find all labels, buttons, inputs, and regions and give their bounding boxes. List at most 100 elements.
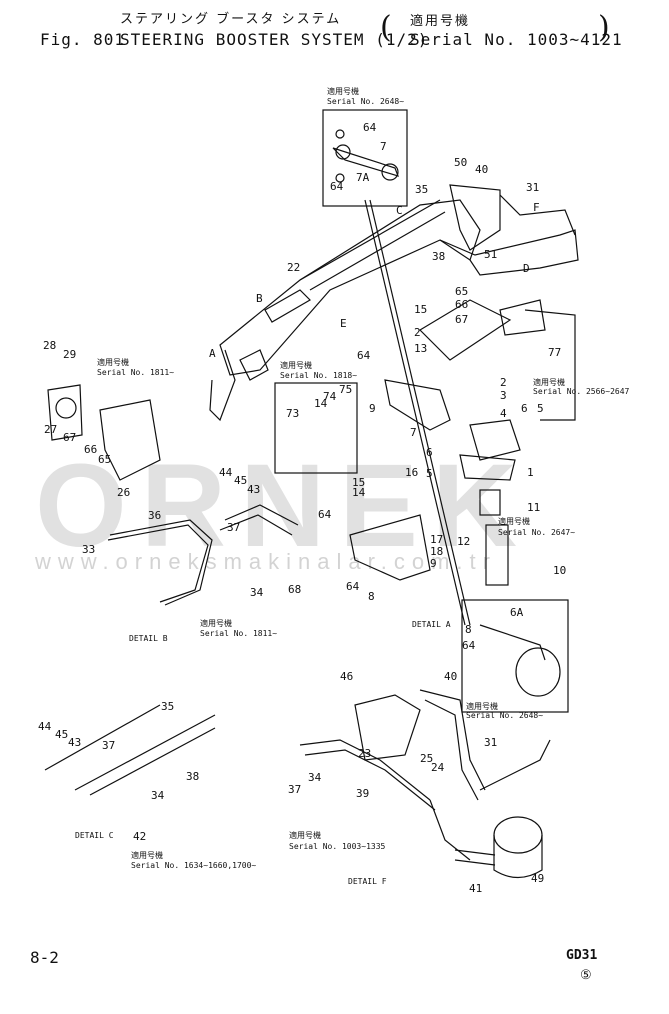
callout: 18 bbox=[430, 545, 443, 558]
callout: 15 bbox=[414, 303, 427, 316]
callout: 68 bbox=[288, 583, 301, 596]
callout: 66 bbox=[455, 298, 468, 311]
callout: 36 bbox=[148, 509, 161, 522]
callout: 75 bbox=[339, 383, 352, 396]
callout: 17 bbox=[430, 533, 443, 546]
callout: 37 bbox=[227, 521, 240, 534]
note-serial: Serial No. 1003~1335 bbox=[289, 842, 386, 851]
page-title: STEERING BOOSTER SYSTEM (1/2) bbox=[120, 30, 429, 49]
note-serial: Serial No. 2648~ bbox=[327, 97, 404, 106]
callout: 73 bbox=[286, 407, 299, 420]
revision-mark: ⑤ bbox=[580, 968, 592, 983]
note-serial: Serial No. 2648~ bbox=[466, 711, 543, 720]
callout: 2 bbox=[500, 376, 507, 389]
note-serial: Serial No. 2566~2647 bbox=[533, 387, 630, 396]
note-jp: 適用号機 bbox=[533, 377, 565, 387]
callout: 5 bbox=[426, 467, 433, 480]
callout: 8 bbox=[465, 623, 472, 636]
callout: 23 bbox=[358, 747, 371, 760]
callout: 7A bbox=[356, 171, 370, 184]
callout: 35 bbox=[415, 183, 428, 196]
note-serial: Serial No. 1811~ bbox=[97, 368, 174, 377]
note-jp: 適用号機 bbox=[289, 830, 321, 840]
callout: 64 bbox=[363, 121, 377, 134]
callout: 39 bbox=[356, 787, 369, 800]
callout: 50 bbox=[454, 156, 467, 169]
callout: 2 bbox=[414, 326, 421, 339]
callout: 12 bbox=[457, 535, 470, 548]
note-serial: Serial No. 1818~ bbox=[280, 371, 357, 380]
callout: 34 bbox=[308, 771, 322, 784]
callout: 26 bbox=[117, 486, 130, 499]
callout: 6A bbox=[510, 606, 524, 619]
callout: 40 bbox=[475, 163, 488, 176]
callout: 34 bbox=[250, 586, 264, 599]
notes: 適用号機 Serial No. 1811~ 適用号機 Serial No. 18… bbox=[75, 357, 630, 886]
callout: 10 bbox=[553, 564, 566, 577]
callout: 7 bbox=[410, 426, 417, 439]
callout: A bbox=[209, 347, 216, 360]
callout: 67 bbox=[63, 431, 76, 444]
note-serial: Serial No. 1811~ bbox=[200, 629, 277, 638]
callout: 33 bbox=[82, 543, 95, 556]
detail-label: DETAIL C bbox=[75, 831, 114, 840]
model-code: GD31 bbox=[566, 948, 598, 963]
callout: 64 bbox=[330, 180, 344, 193]
note-serial: Serial No. 1634~1660,1700~ bbox=[131, 861, 256, 870]
callout: 45 bbox=[234, 474, 247, 487]
detail-label: DETAIL F bbox=[348, 877, 387, 886]
callouts: 64 7 7A 64 50 40 31 F 35 C 38 D 51 65 66… bbox=[38, 121, 566, 895]
detail-label: DETAIL A bbox=[412, 620, 451, 629]
note-jp: 適用号機 bbox=[131, 850, 163, 860]
callout: 67 bbox=[455, 313, 468, 326]
callout: 44 bbox=[219, 466, 233, 479]
callout: 64 bbox=[346, 580, 360, 593]
callout: 5 bbox=[537, 402, 544, 415]
callout: 43 bbox=[247, 483, 260, 496]
note-jp: 適用号機 bbox=[466, 701, 498, 711]
callout: 14 bbox=[314, 397, 328, 410]
callout: 13 bbox=[414, 342, 427, 355]
callout: 31 bbox=[484, 736, 497, 749]
callout: 35 bbox=[161, 700, 174, 713]
callout: C bbox=[396, 204, 403, 217]
note-jp: 適用号機 bbox=[498, 516, 530, 526]
callout: 7 bbox=[380, 140, 387, 153]
callout: 64 bbox=[462, 639, 476, 652]
callout: 6 bbox=[426, 446, 433, 459]
callout: 64 bbox=[318, 508, 332, 521]
callout: 38 bbox=[186, 770, 199, 783]
note-serial: Serial No. 2647~ bbox=[498, 528, 575, 537]
callout: 74 bbox=[323, 390, 337, 403]
callout: 8 bbox=[368, 590, 375, 603]
callout: 14 bbox=[352, 486, 366, 499]
callout: 37 bbox=[288, 783, 301, 796]
callout: 46 bbox=[340, 670, 353, 683]
callout: 37 bbox=[102, 739, 115, 752]
callout: 6 bbox=[521, 402, 528, 415]
callout: E bbox=[340, 317, 347, 330]
callout: 65 bbox=[98, 453, 111, 466]
page-number: 8-2 bbox=[30, 948, 59, 967]
callout: 9 bbox=[430, 557, 437, 570]
callout: 45 bbox=[55, 728, 68, 741]
callout: 9 bbox=[369, 402, 376, 415]
callout: 40 bbox=[444, 670, 457, 683]
callout: 11 bbox=[527, 501, 540, 514]
title-japanese: ステアリング ブースタ システム bbox=[120, 12, 342, 27]
watermark-url: www.orneksmakinalar.com.tr bbox=[35, 549, 497, 574]
note-jp: 適用号機 bbox=[97, 357, 129, 367]
callout: 31 bbox=[526, 181, 539, 194]
callout: 15 bbox=[352, 476, 365, 489]
inset-arm-top: 適用号機 Serial No. 2648~ bbox=[322, 86, 408, 207]
callout: B bbox=[256, 292, 263, 305]
callout: 64 bbox=[357, 349, 371, 362]
callout: 34 bbox=[151, 789, 165, 802]
right-bracket: ) bbox=[598, 10, 610, 45]
callout: 44 bbox=[38, 720, 52, 733]
callout: D bbox=[523, 262, 530, 275]
applicability-japanese: 適用号機 bbox=[410, 14, 471, 29]
callout: 49 bbox=[531, 872, 544, 885]
